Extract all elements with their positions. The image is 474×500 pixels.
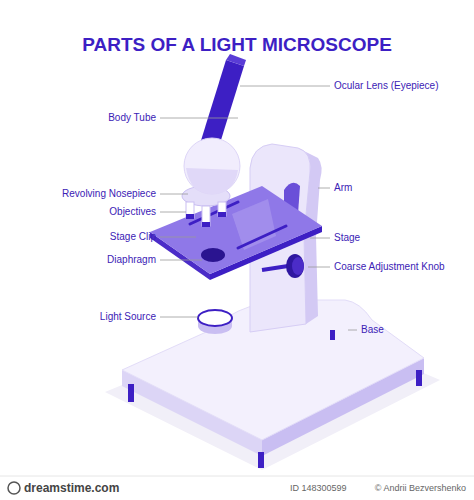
part-label: Ocular Lens (Eyepiece) <box>334 80 439 92</box>
part-label: Base <box>361 324 384 336</box>
part-label: Coarse Adjustment Knob <box>334 261 445 273</box>
coarse-adjustment-knob <box>262 254 304 278</box>
footer-band <box>0 476 474 500</box>
leader-lines <box>160 86 357 330</box>
part-label: Objectives <box>109 206 156 218</box>
diagram-title: PARTS OF A LIGHT MICROSCOPE <box>0 34 474 56</box>
logo-mark <box>8 482 20 494</box>
part-label: Stage Clip <box>110 231 156 243</box>
footer-rule <box>0 476 474 477</box>
watermark-text: dreamstime.com <box>24 481 119 495</box>
part-label: Revolving Nosepiece <box>62 188 156 200</box>
watermark-text: © Andrii Bezvershenko <box>375 483 466 494</box>
part-label: Diaphragm <box>107 254 156 266</box>
body-tube <box>184 54 246 194</box>
part-label: Light Source <box>100 311 156 323</box>
part-label: Arm <box>334 182 352 194</box>
watermark-text: ID 148300599 <box>290 483 347 494</box>
part-label: Stage <box>334 232 360 244</box>
part-label: Body Tube <box>108 112 156 124</box>
light-source <box>198 310 232 334</box>
stage <box>150 186 322 280</box>
